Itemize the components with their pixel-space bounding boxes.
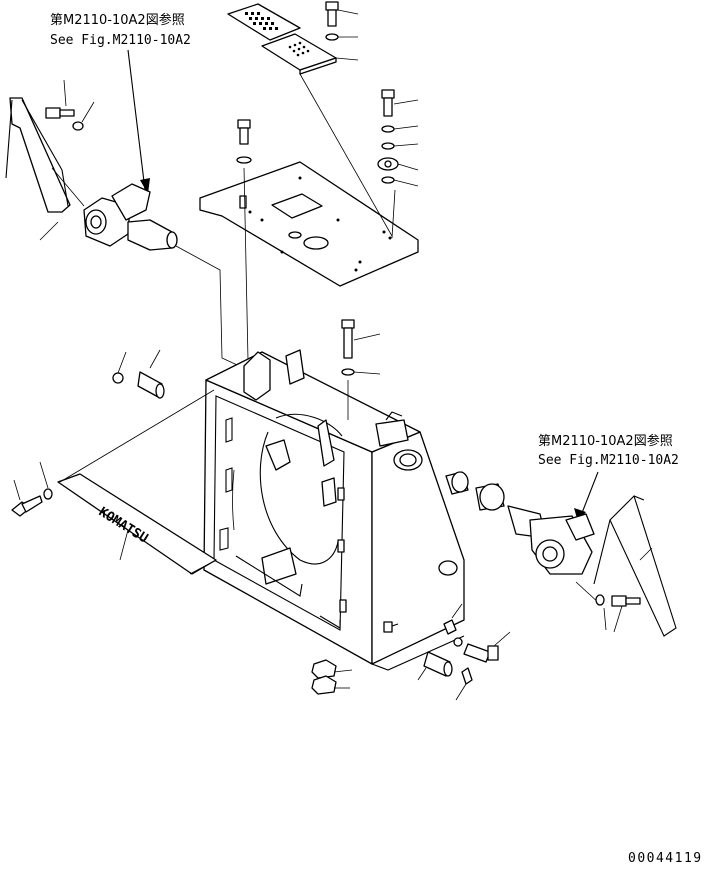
left-reference-leader (127, 49, 146, 191)
main-frame (203, 349, 465, 671)
right-bolt-stack (299, 73, 419, 239)
lower-right-bolt (463, 631, 511, 663)
cover-bolt (236, 119, 252, 361)
lower-nuts (311, 659, 353, 695)
right-shaft-assembly (445, 471, 601, 605)
cover-plate-cutout (271, 193, 323, 219)
top-grille-plate (227, 3, 301, 41)
left-pin (112, 349, 165, 399)
right-reference-en: See Fig.M2110-10A2 (538, 453, 679, 468)
top-perforated-plate (261, 33, 337, 75)
right-reference-jp: 第M2110-10A2図参照 (538, 433, 673, 449)
right-reference-callout: 第M2110-10A2図参照 See Fig.M2110-10A2 (538, 433, 679, 522)
right-reference-leader (579, 471, 599, 519)
nameplate: KOMATSU (57, 389, 217, 575)
left-shaft-housing (51, 167, 249, 371)
frame-top-bolt (341, 319, 381, 420)
left-reference-en: See Fig.M2110-10A2 (50, 33, 191, 48)
drawing-number: 00044119 (628, 851, 703, 866)
top-bolt (325, 1, 359, 61)
left-lower-bolt (11, 461, 53, 517)
left-handle-bracket (5, 97, 71, 241)
left-reference-jp: 第M2110-10A2図参照 (50, 12, 185, 28)
right-handle-bracket (593, 494, 677, 637)
left-reference-callout: 第M2110-10A2図参照 See Fig.M2110-10A2 (50, 12, 191, 194)
lower-right-pin (417, 603, 473, 701)
left-reference-arrowhead (140, 178, 150, 194)
cover-plate (199, 161, 419, 287)
left-small-bolt (45, 79, 95, 131)
right-small-bolt (595, 594, 641, 633)
